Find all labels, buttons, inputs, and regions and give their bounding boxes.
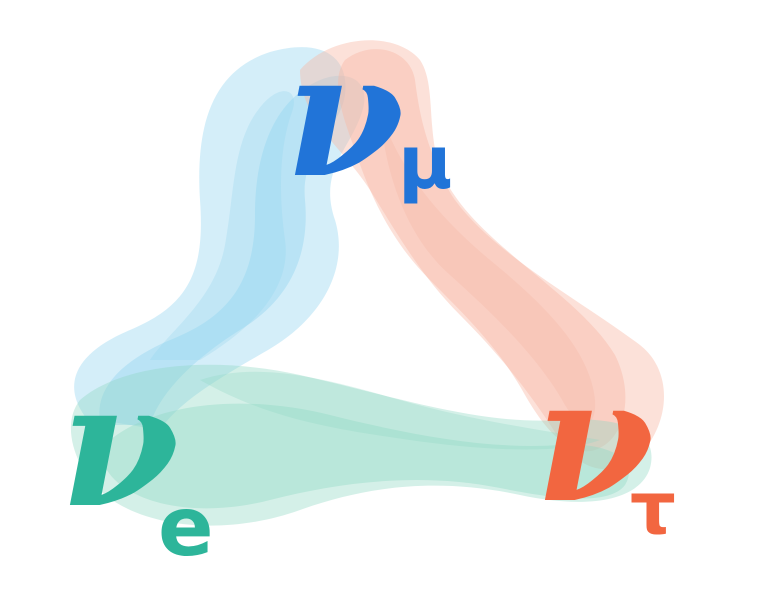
subscript-electron: e: [158, 480, 214, 575]
flavor-label-tau: ν τ: [535, 338, 676, 550]
ribbon-green-mid: [200, 371, 600, 450]
nu-symbol-tau: ν: [535, 338, 654, 541]
ribbon-salmon-outer: [300, 40, 664, 470]
subscript-muon: μ: [398, 120, 452, 206]
ribbon-green-outer: [70, 364, 652, 526]
ribbon-green-inner: [102, 403, 629, 509]
ribbon-salmon-inner: [338, 49, 626, 452]
ribbon-blue-mid: [150, 91, 294, 360]
subscript-tau: τ: [630, 466, 676, 550]
ribbon-salmon-mid: [380, 110, 596, 424]
ribbons-electron-muon: [74, 47, 365, 430]
flavor-label-electron: ν e: [60, 343, 214, 575]
ribbons-electron-tau: [70, 364, 652, 526]
nu-symbol-electron: ν: [60, 343, 179, 546]
ribbon-blue-outer: [74, 47, 346, 425]
nu-symbol-muon: ν: [285, 13, 404, 216]
flavor-label-muon: ν μ: [285, 13, 452, 216]
ribbons-muon-tau: [300, 40, 664, 470]
ribbon-blue-inner: [99, 75, 365, 430]
